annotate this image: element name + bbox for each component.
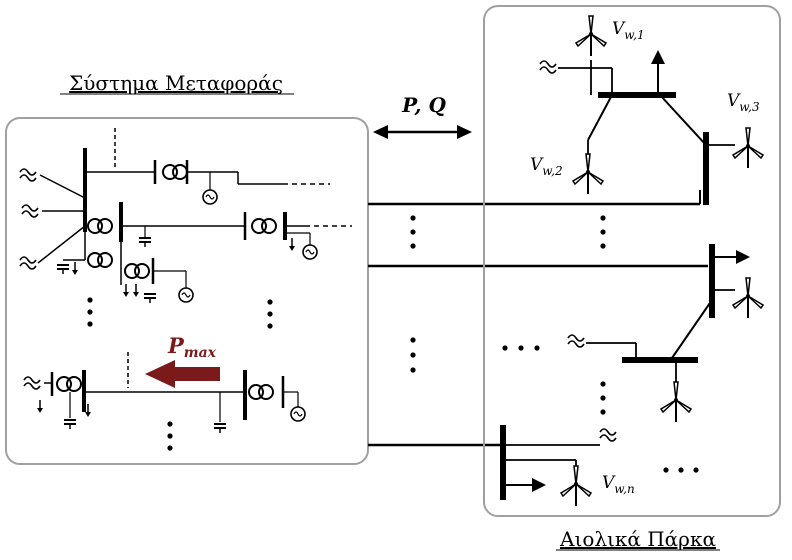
load-arrow-icon xyxy=(122,283,130,298)
transmission-system-box xyxy=(5,117,369,465)
pq-exchange-arrow xyxy=(373,125,472,139)
transformer-icon xyxy=(251,218,277,234)
transformer-icon xyxy=(56,376,82,392)
ellipsis-dots xyxy=(410,215,699,473)
capacitor-icon xyxy=(56,264,70,275)
vwn-label: Vw,n xyxy=(602,473,635,496)
transmission-system-title: Σύστημα Μεταφοράς xyxy=(69,71,283,95)
pmax-label: Pmax xyxy=(167,333,217,361)
load-arrow-icon xyxy=(71,261,79,276)
capacitor-icon xyxy=(213,423,227,434)
vw1-label: Vw,1 xyxy=(612,19,645,42)
pq-label: P, Q xyxy=(401,93,446,117)
capacitor-icon xyxy=(143,293,157,304)
wind-parks-title: Αιολικά Πάρκα xyxy=(559,527,716,551)
wind-turbine-icon xyxy=(560,465,592,507)
generator-icon xyxy=(178,287,194,303)
pmax-flow-arrow xyxy=(145,360,220,388)
transmission-bus-1 xyxy=(19,128,330,276)
grid-infeed-icon xyxy=(539,60,557,74)
grid-infeed-icon xyxy=(567,334,585,348)
wind-turbine-icon xyxy=(575,15,607,57)
interconnection-lines xyxy=(368,202,708,447)
grid-infeed-icon xyxy=(19,256,37,270)
grid-infeed-icon xyxy=(21,204,39,218)
generator-icon xyxy=(290,406,306,422)
transformer-icon xyxy=(87,252,113,268)
generator-icon xyxy=(202,189,218,205)
load-arrow-icon xyxy=(132,283,140,298)
transformer-icon xyxy=(87,218,113,234)
grid-infeed-icon xyxy=(19,168,37,182)
transformer-icon xyxy=(248,384,274,400)
wind-turbine-icon xyxy=(572,153,604,195)
wind-turbine-icon xyxy=(732,277,764,319)
grid-infeed-icon xyxy=(23,376,41,390)
generator-icon xyxy=(302,244,318,260)
transformer-icon xyxy=(162,164,188,180)
wind-parks-box xyxy=(483,5,781,517)
wind-turbine-icon xyxy=(732,127,764,169)
transmission-bus-2 xyxy=(119,202,352,304)
wind-turbine-icon xyxy=(660,381,692,423)
ellipsis-dots xyxy=(87,297,273,451)
wind-park-n xyxy=(500,425,617,507)
grid-infeed-icon xyxy=(599,428,617,442)
capacitor-icon xyxy=(138,237,152,248)
wind-park-2 xyxy=(567,244,764,423)
wind-park-1 xyxy=(539,15,764,205)
transmission-bus-3 xyxy=(23,352,306,434)
capacitor-icon xyxy=(63,419,77,430)
vw2-label: Vw,2 xyxy=(530,155,563,178)
load-arrow-icon xyxy=(288,237,296,252)
load-arrow-icon xyxy=(36,399,44,414)
vw3-label: Vw,3 xyxy=(727,91,760,114)
transformer-icon xyxy=(124,263,150,279)
